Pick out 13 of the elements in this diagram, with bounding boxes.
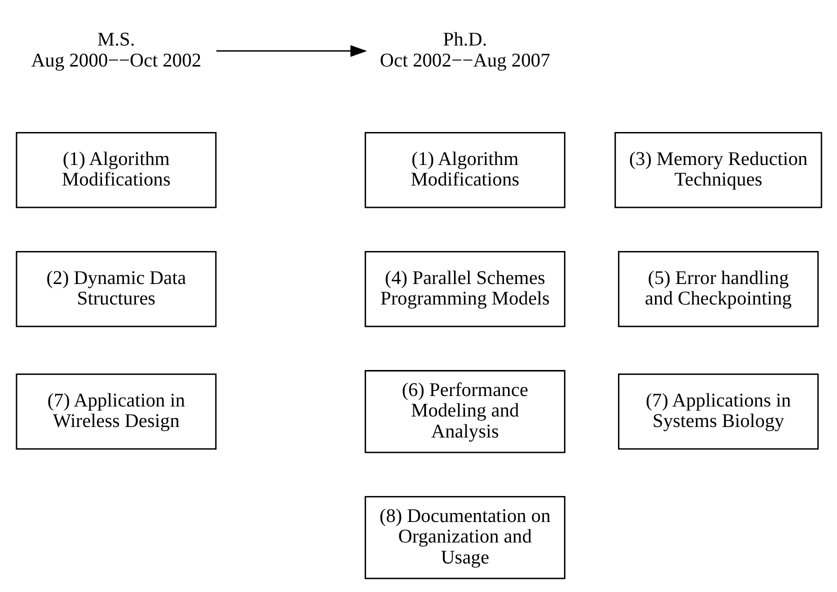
node-box: (4) Parallel Schemes Programming Models (364, 251, 565, 328)
node-box: (8) Documentation on Organization and Usage (364, 496, 565, 580)
arrow (216, 45, 367, 57)
node-box: (1) Algorithm Modifications (364, 132, 565, 208)
node-box: (1) Algorithm Modifications (15, 132, 216, 208)
node-box: (5) Error handling and Checkpointing (617, 251, 818, 328)
node-box: (7) Application in Wireless Design (15, 374, 216, 450)
node-text: Ph.D. Oct 2002−−Aug 2007 (379, 30, 550, 72)
node-box: (3) Memory Reduction Techniques (614, 132, 822, 208)
node-text: M.S. Aug 2000−−Oct 2002 (30, 30, 201, 72)
node-box: (6) Performance Modeling and Analysis (364, 370, 565, 454)
node-box: (2) Dynamic Data Structures (15, 251, 216, 328)
node-box: (7) Applications in Systems Biology (617, 374, 818, 450)
